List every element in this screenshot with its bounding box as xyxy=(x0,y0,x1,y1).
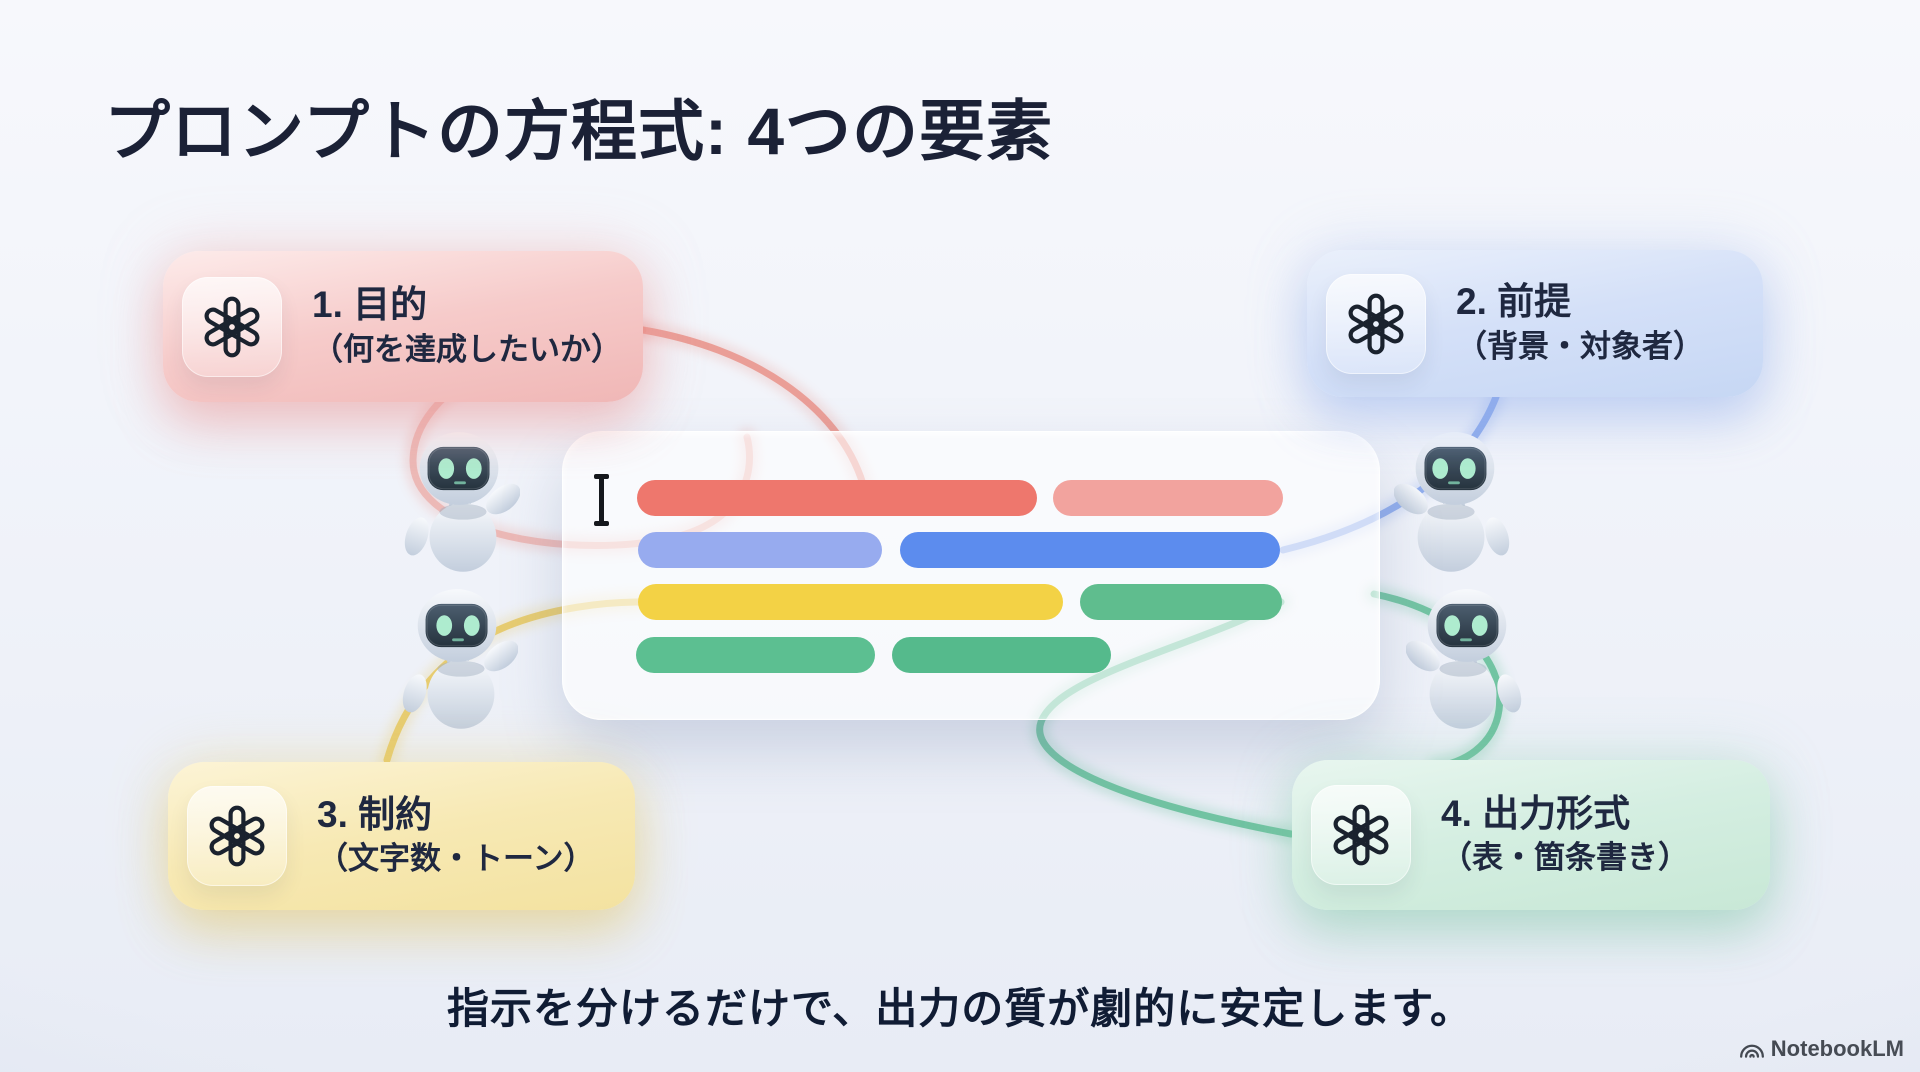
openai-logo-icon xyxy=(205,804,269,868)
openai-logo-icon xyxy=(200,295,264,359)
notebooklm-logo-icon xyxy=(1739,1044,1764,1058)
card-label: 2. 前提 xyxy=(1456,281,1572,323)
robot-mascot xyxy=(402,426,520,574)
card-icon-tile xyxy=(182,276,282,377)
card-label: 3. 制約 xyxy=(317,793,433,835)
robot-mascot xyxy=(400,583,518,731)
text-cursor-icon xyxy=(594,474,609,526)
notebooklm-watermark: NotebookLM xyxy=(1739,1036,1904,1062)
card-sublabel: （文字数・トーン） xyxy=(317,841,595,877)
card-label: 1. 目的 xyxy=(312,284,428,326)
robot-mascot xyxy=(1394,426,1512,574)
robot-mascot xyxy=(1406,583,1524,731)
watermark-label: NotebookLM xyxy=(1770,1036,1904,1061)
openai-logo-icon xyxy=(1329,803,1393,867)
prompt-bar xyxy=(638,584,1063,620)
card-sublabel: （表・箇条書き） xyxy=(1441,840,1689,876)
prompt-bar xyxy=(638,532,882,568)
openai-logo-icon xyxy=(1344,292,1408,356)
prompt-mockup-card xyxy=(562,431,1380,720)
element-card-premise: 2. 前提 （背景・対象者） xyxy=(1307,250,1763,397)
element-card-output-format: 4. 出力形式 （表・箇条書き） xyxy=(1292,760,1770,910)
page-title: プロンプトの方程式: 4つの要素 xyxy=(104,94,1054,168)
prompt-bar xyxy=(900,532,1280,568)
element-card-constraints: 3. 制約 （文字数・トーン） xyxy=(168,762,635,910)
card-icon-tile xyxy=(1326,273,1426,374)
caption: 指示を分けるだけで、出力の質が劇的に安定します。 xyxy=(446,985,1474,1032)
prompt-bar xyxy=(637,480,1037,516)
prompt-bar xyxy=(892,637,1111,673)
card-sublabel: （背景・対象者） xyxy=(1456,328,1704,364)
card-icon-tile xyxy=(187,786,287,886)
element-card-purpose: 1. 目的 （何を達成したいか） xyxy=(163,251,643,402)
card-sublabel: （何を達成したいか） xyxy=(312,331,622,367)
prompt-bar xyxy=(1080,584,1282,620)
prompt-bar xyxy=(1053,480,1283,516)
prompt-bar xyxy=(636,637,875,673)
card-icon-tile xyxy=(1311,785,1411,885)
card-label: 4. 出力形式 xyxy=(1441,792,1631,834)
